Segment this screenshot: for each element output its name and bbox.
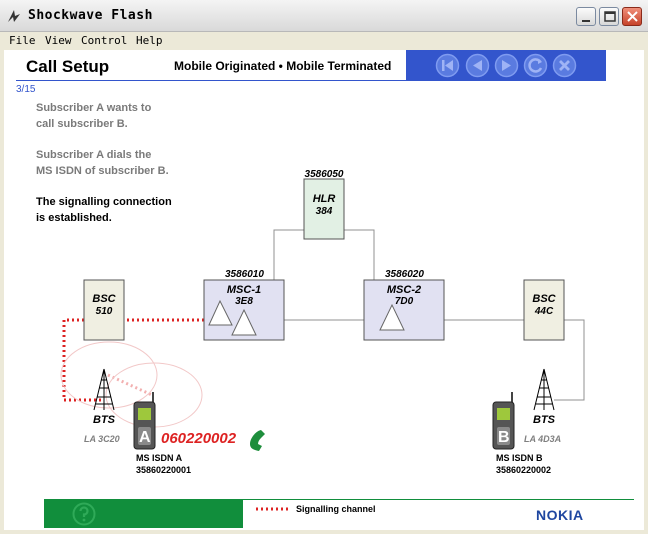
minimize-icon: [582, 20, 590, 22]
close-button[interactable]: [622, 7, 642, 26]
footer-rule: [44, 499, 634, 500]
step-1-line-2: call subscriber B.: [36, 118, 128, 130]
legend-label: Signalling channel: [296, 504, 376, 514]
header-rule: [16, 80, 406, 81]
bsc-right-code: 44C: [534, 306, 554, 317]
menu-help[interactable]: Help: [136, 34, 163, 47]
minimize-button[interactable]: [576, 7, 596, 26]
menu-file[interactable]: File: [9, 34, 36, 47]
step-3-line-1: The signalling connection: [36, 196, 172, 208]
ms-isdn-b-number: 35860220002: [496, 465, 552, 475]
cell-coverage-1: [60, 341, 158, 409]
help-icon[interactable]: [72, 502, 96, 526]
network-diagram: [60, 178, 585, 511]
bts-right-tower-icon: [533, 368, 555, 411]
bts-left-la: LA 3C20: [84, 434, 120, 444]
msc-1-code: 3E8: [235, 296, 253, 307]
menu-control[interactable]: Control: [81, 34, 128, 47]
msc-1-switch-icon-2: [231, 308, 257, 336]
step-2-line-2: MS ISDN of subscriber B.: [36, 165, 169, 177]
step-2-text: Subscriber A dials the MS ISDN of subscr…: [36, 147, 169, 179]
title-bar: Shockwave Flash: [0, 0, 648, 32]
phone-a-icon: [133, 392, 156, 450]
maximize-icon: [604, 11, 616, 22]
forward-icon[interactable]: [494, 53, 519, 78]
msc-2-number: 3586020: [385, 269, 424, 280]
window-title: Shockwave Flash: [28, 8, 153, 23]
step-3-text: The signalling connection is established…: [36, 194, 172, 226]
page-subtitle: Mobile Originated • Mobile Terminated: [174, 59, 392, 73]
step-3-line-2: is established.: [36, 212, 112, 224]
msc-1-name: MSC-1: [226, 284, 262, 296]
menu-view[interactable]: View: [45, 34, 72, 47]
bts-right-name: BTS: [533, 414, 555, 426]
page-title: Call Setup: [26, 57, 110, 76]
ms-isdn-a-label: MS ISDN A: [136, 453, 183, 463]
exit-icon[interactable]: [552, 53, 577, 78]
bsc-right-node: [523, 279, 565, 341]
navigation-bar: [406, 50, 606, 81]
ms-isdn-a-number: 35860220001: [136, 465, 192, 475]
flash-stage: Call Setup Mobile Originated • Mobile Te…: [4, 50, 644, 530]
step-1-text: Subscriber A wants to call subscriber B.: [36, 100, 151, 132]
bsc-left-node: [83, 279, 125, 341]
msc-2-name: MSC-2: [386, 284, 422, 296]
flash-app-icon: [8, 10, 20, 22]
step-2-line-1: Subscriber A dials the: [36, 149, 152, 161]
phone-a-letter: A: [139, 429, 151, 446]
msc-1-number: 3586010: [225, 269, 264, 280]
step-1-line-1: Subscriber A wants to: [36, 102, 152, 114]
ms-isdn-a-block: MS ISDN A 35860220001: [136, 452, 191, 476]
bsc-left-code: 510: [95, 306, 113, 317]
bts-right-la: LA 4D3A: [524, 434, 562, 444]
close-icon: [627, 11, 638, 22]
maximize-button[interactable]: [599, 7, 619, 26]
phone-b-letter: B: [498, 429, 510, 446]
ms-isdn-b-block: MS ISDN B 35860220002: [496, 452, 551, 476]
bts-left-name: BTS: [93, 414, 115, 426]
menu-bar: File View Control Help: [0, 32, 648, 50]
hlr-number: 3586050: [304, 169, 344, 180]
nokia-logo: NOKIA: [536, 507, 584, 523]
bsc-right-name: BSC: [532, 293, 556, 305]
bsc-left-name: BSC: [92, 293, 116, 305]
signalling-radio-link: [107, 373, 153, 397]
hlr-node: [303, 178, 345, 240]
handset-icon: [250, 430, 265, 451]
ms-isdn-b-label: MS ISDN B: [496, 453, 543, 463]
page-indicator: 3/15: [16, 84, 36, 95]
signalling-channel: [62, 318, 204, 402]
msc-1-switch-icon-1: [208, 299, 233, 326]
phone-b-icon: [492, 392, 515, 450]
back-icon[interactable]: [465, 53, 490, 78]
connection-lines: [273, 229, 585, 401]
msc-2-switch-icon: [379, 303, 405, 331]
msc-2-code: 7D0: [394, 296, 414, 307]
hlr-name: HLR: [312, 193, 336, 205]
dialed-number: 060220002: [161, 430, 237, 447]
hlr-code: 384: [315, 206, 333, 217]
bts-left-tower-icon: [93, 368, 115, 411]
first-icon[interactable]: [435, 53, 460, 78]
replay-icon[interactable]: [523, 53, 548, 78]
